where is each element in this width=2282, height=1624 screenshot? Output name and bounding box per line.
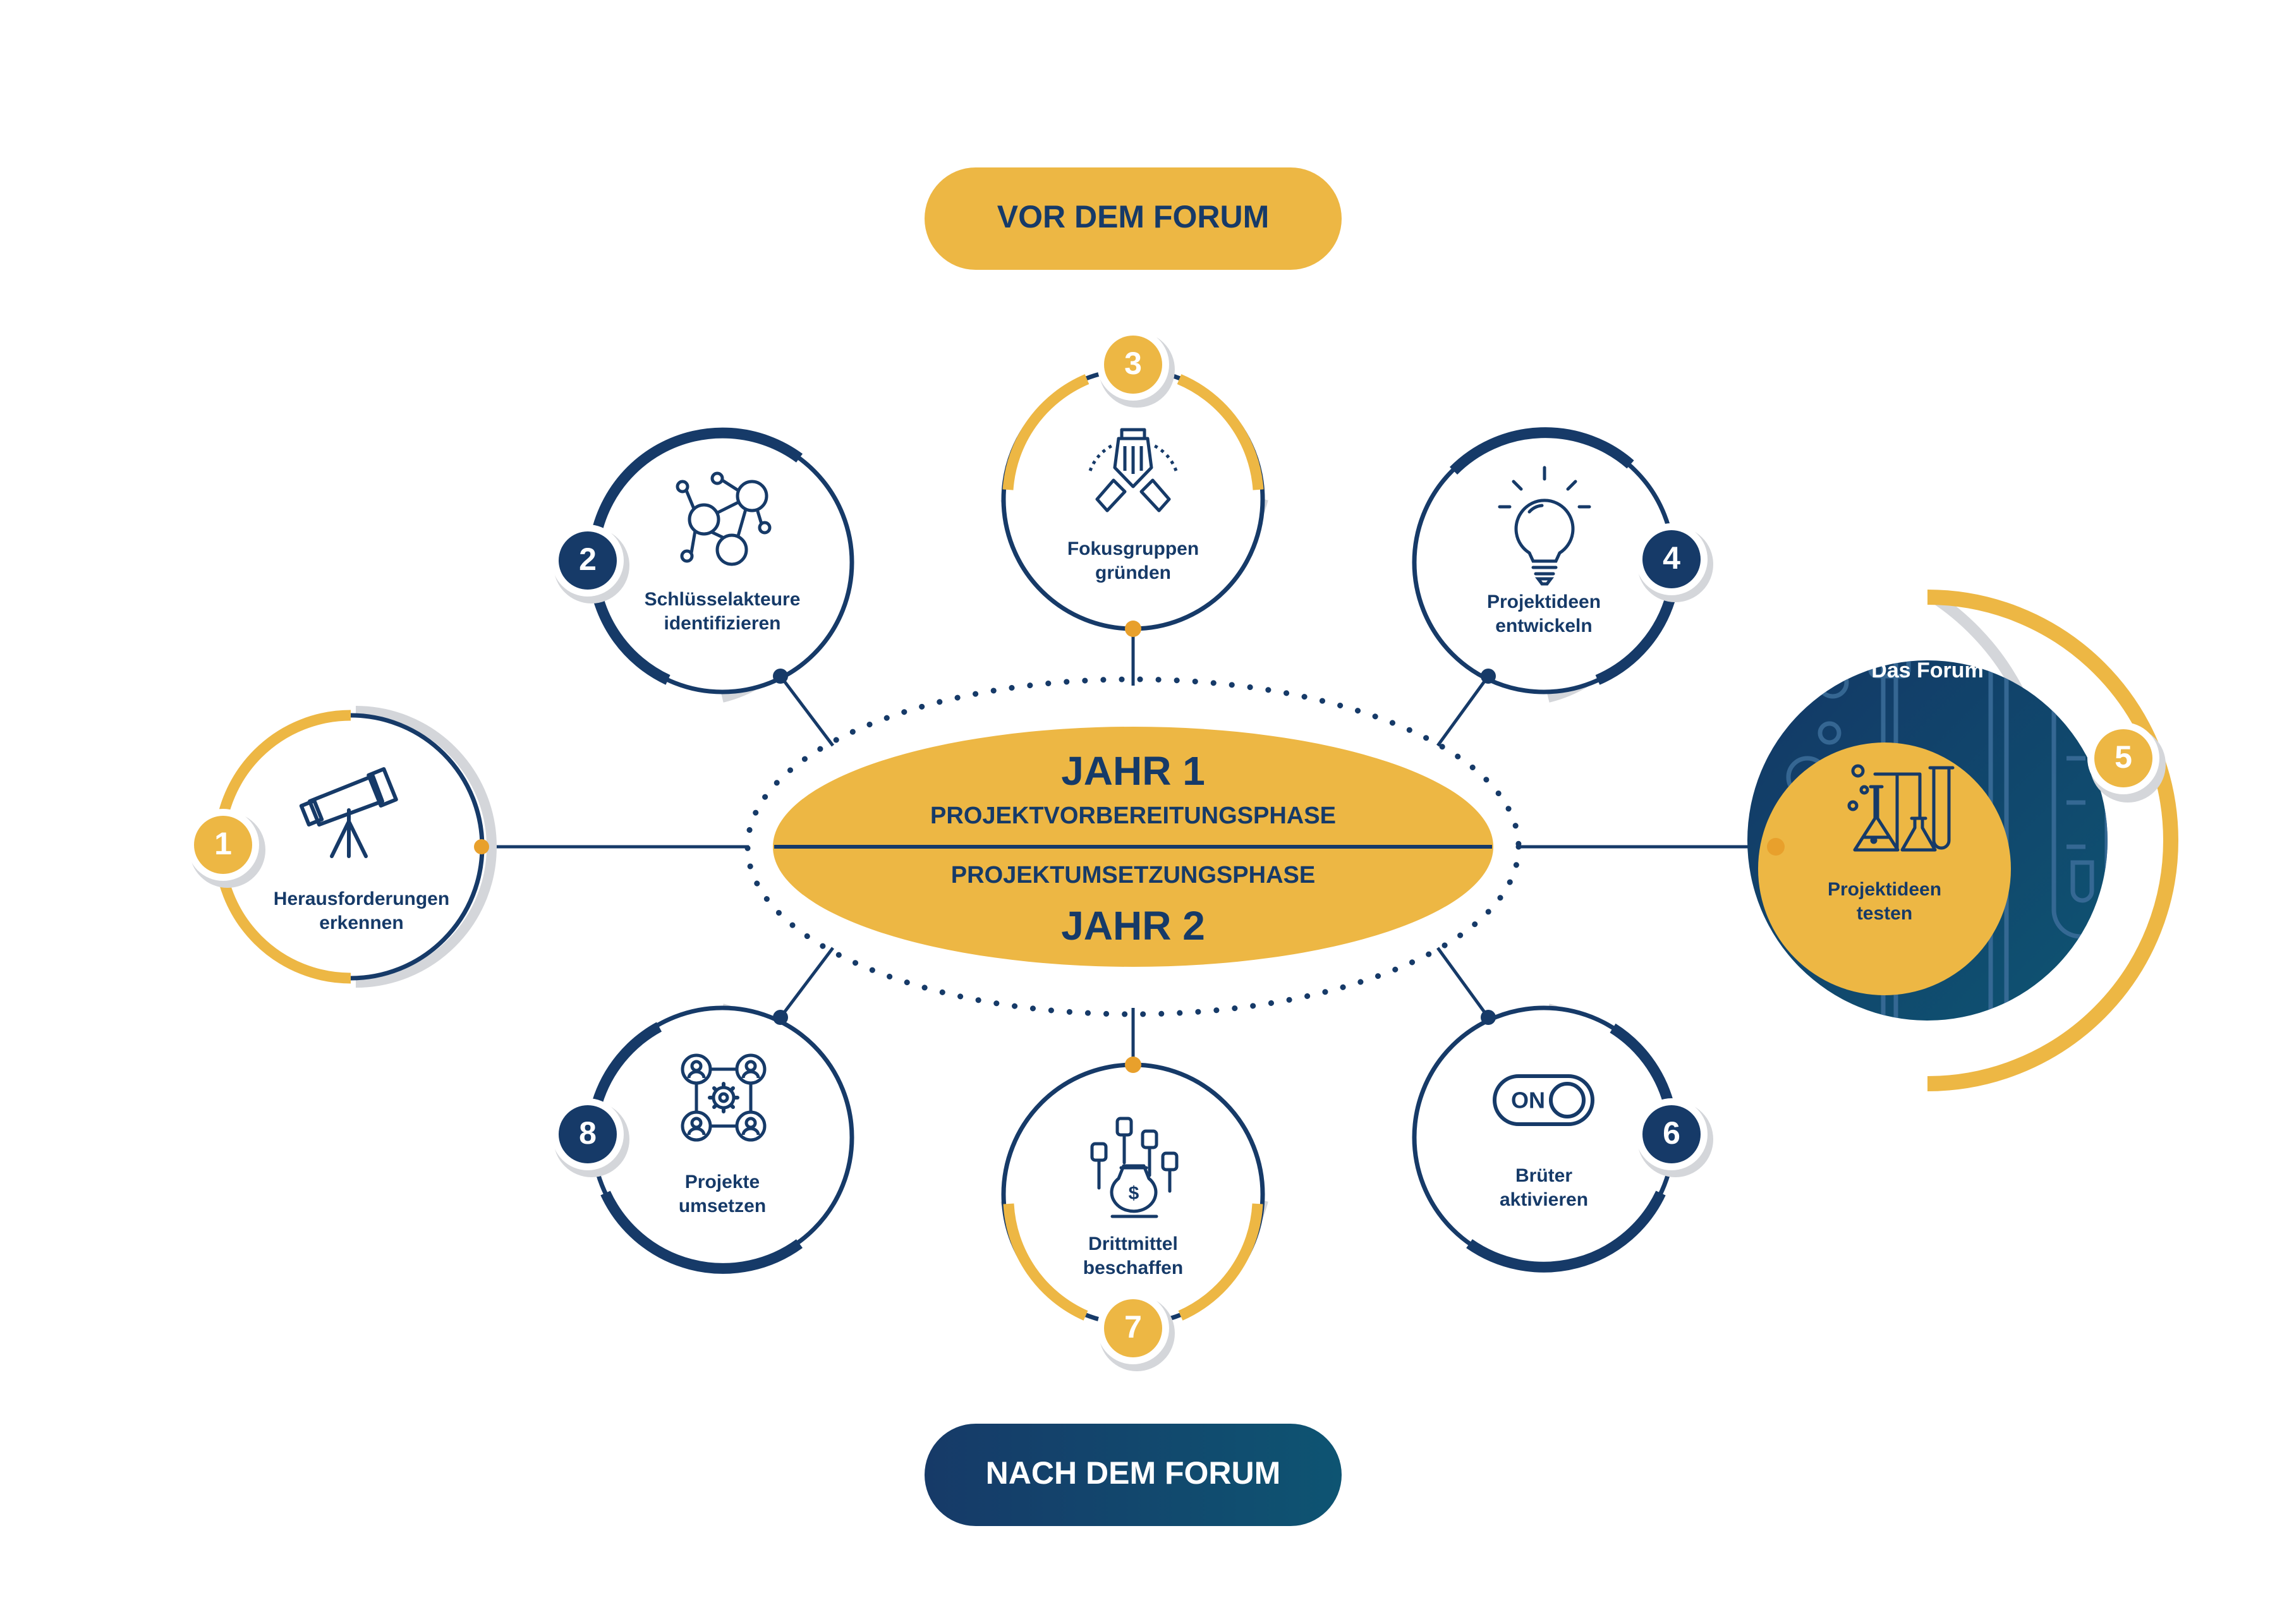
step-4-line2: entwickeln bbox=[1495, 615, 1592, 636]
center-ellipse: JAHR 1 PROJEKTVORBEREITUNGSPHASE PROJEKT… bbox=[773, 727, 1493, 967]
bottom-pill-label: NACH DEM FORUM bbox=[986, 1455, 1281, 1491]
teamwork-hands-icon bbox=[1088, 428, 1178, 512]
phase1-label: PROJEKTVORBEREITUNGSPHASE bbox=[930, 803, 1336, 829]
step-2: Schlüsselakteure identifizieren 2 bbox=[552, 427, 854, 703]
step-7: $ Drittmittel beschaffen 7 bbox=[1000, 1057, 1268, 1371]
bag-dollar-label: $ bbox=[1129, 1183, 1139, 1204]
step-3: Fokusgruppen gründen 3 bbox=[1000, 329, 1268, 637]
step-3-line1: Fokusgruppen bbox=[1067, 538, 1199, 559]
year1-label: JAHR 1 bbox=[1061, 748, 1205, 794]
step-1-line2: erkennen bbox=[319, 912, 403, 933]
step-5-line2: testen bbox=[1857, 903, 1912, 924]
phase2-label: PROJEKTUMSETZUNGSPHASE bbox=[951, 862, 1315, 888]
connector-8 bbox=[779, 947, 834, 1019]
step-8: Projekte umsetzen 8 bbox=[552, 1003, 854, 1274]
step-3-line2: gründen bbox=[1095, 562, 1171, 583]
forum-title: Das Forum bbox=[1871, 658, 1984, 682]
step-7-line1: Drittmittel bbox=[1088, 1233, 1178, 1254]
switch-on-label: ON bbox=[1511, 1088, 1545, 1113]
step-1: Herausforderungen erkennen 1 bbox=[187, 706, 497, 988]
network-icon bbox=[676, 471, 772, 566]
step-4-number: 4 bbox=[1663, 540, 1680, 576]
step-5-line1: Projektideen bbox=[1828, 879, 1941, 900]
connector-lines bbox=[482, 629, 1776, 1065]
laboratory-icon bbox=[1847, 764, 1955, 852]
dotted-ring bbox=[744, 676, 1522, 1017]
step-7-number: 7 bbox=[1124, 1309, 1142, 1345]
connector-6 bbox=[1436, 947, 1490, 1019]
lightbulb-icon bbox=[1498, 466, 1591, 586]
step-2-line2: identifizieren bbox=[664, 613, 780, 634]
step-8-line2: umsetzen bbox=[679, 1196, 766, 1216]
on-switch-icon: ON bbox=[1493, 1074, 1594, 1126]
connector-4 bbox=[1436, 675, 1490, 747]
telescope-icon bbox=[299, 767, 398, 858]
step-6: ON Brüter aktivieren 6 bbox=[1412, 1003, 1713, 1273]
step-5-number: 5 bbox=[2115, 739, 2132, 775]
step-2-number: 2 bbox=[579, 542, 597, 577]
step-1-number: 1 bbox=[214, 826, 232, 861]
step-6-line2: aktivieren bbox=[1500, 1189, 1588, 1210]
step-8-number: 8 bbox=[579, 1115, 597, 1151]
step-8-line1: Projekte bbox=[685, 1172, 760, 1192]
bottom-pill: NACH DEM FORUM bbox=[925, 1424, 1342, 1526]
step-4-line1: Projektideen bbox=[1487, 591, 1601, 612]
step-6-number: 6 bbox=[1663, 1115, 1680, 1151]
step-1-line1: Herausforderungen bbox=[274, 888, 449, 909]
top-pill: VOR DEM FORUM bbox=[925, 167, 1342, 270]
step-5: Das Forum Projektideen testen 5 bbox=[1747, 590, 2178, 1091]
step-4: Projektideen entwickeln 4 bbox=[1412, 427, 1713, 703]
step-2-line1: Schlüsselakteure bbox=[645, 589, 801, 610]
team-gear-icon bbox=[681, 1053, 767, 1142]
step-6-line1: Brüter bbox=[1515, 1165, 1572, 1186]
money-bag-hands-icon: $ bbox=[1090, 1117, 1179, 1218]
top-pill-label: VOR DEM FORUM bbox=[997, 199, 1270, 234]
step-3-number: 3 bbox=[1124, 346, 1142, 381]
step-7-line2: beschaffen bbox=[1083, 1257, 1183, 1278]
year2-label: JAHR 2 bbox=[1061, 903, 1205, 948]
connector-2 bbox=[779, 675, 834, 747]
